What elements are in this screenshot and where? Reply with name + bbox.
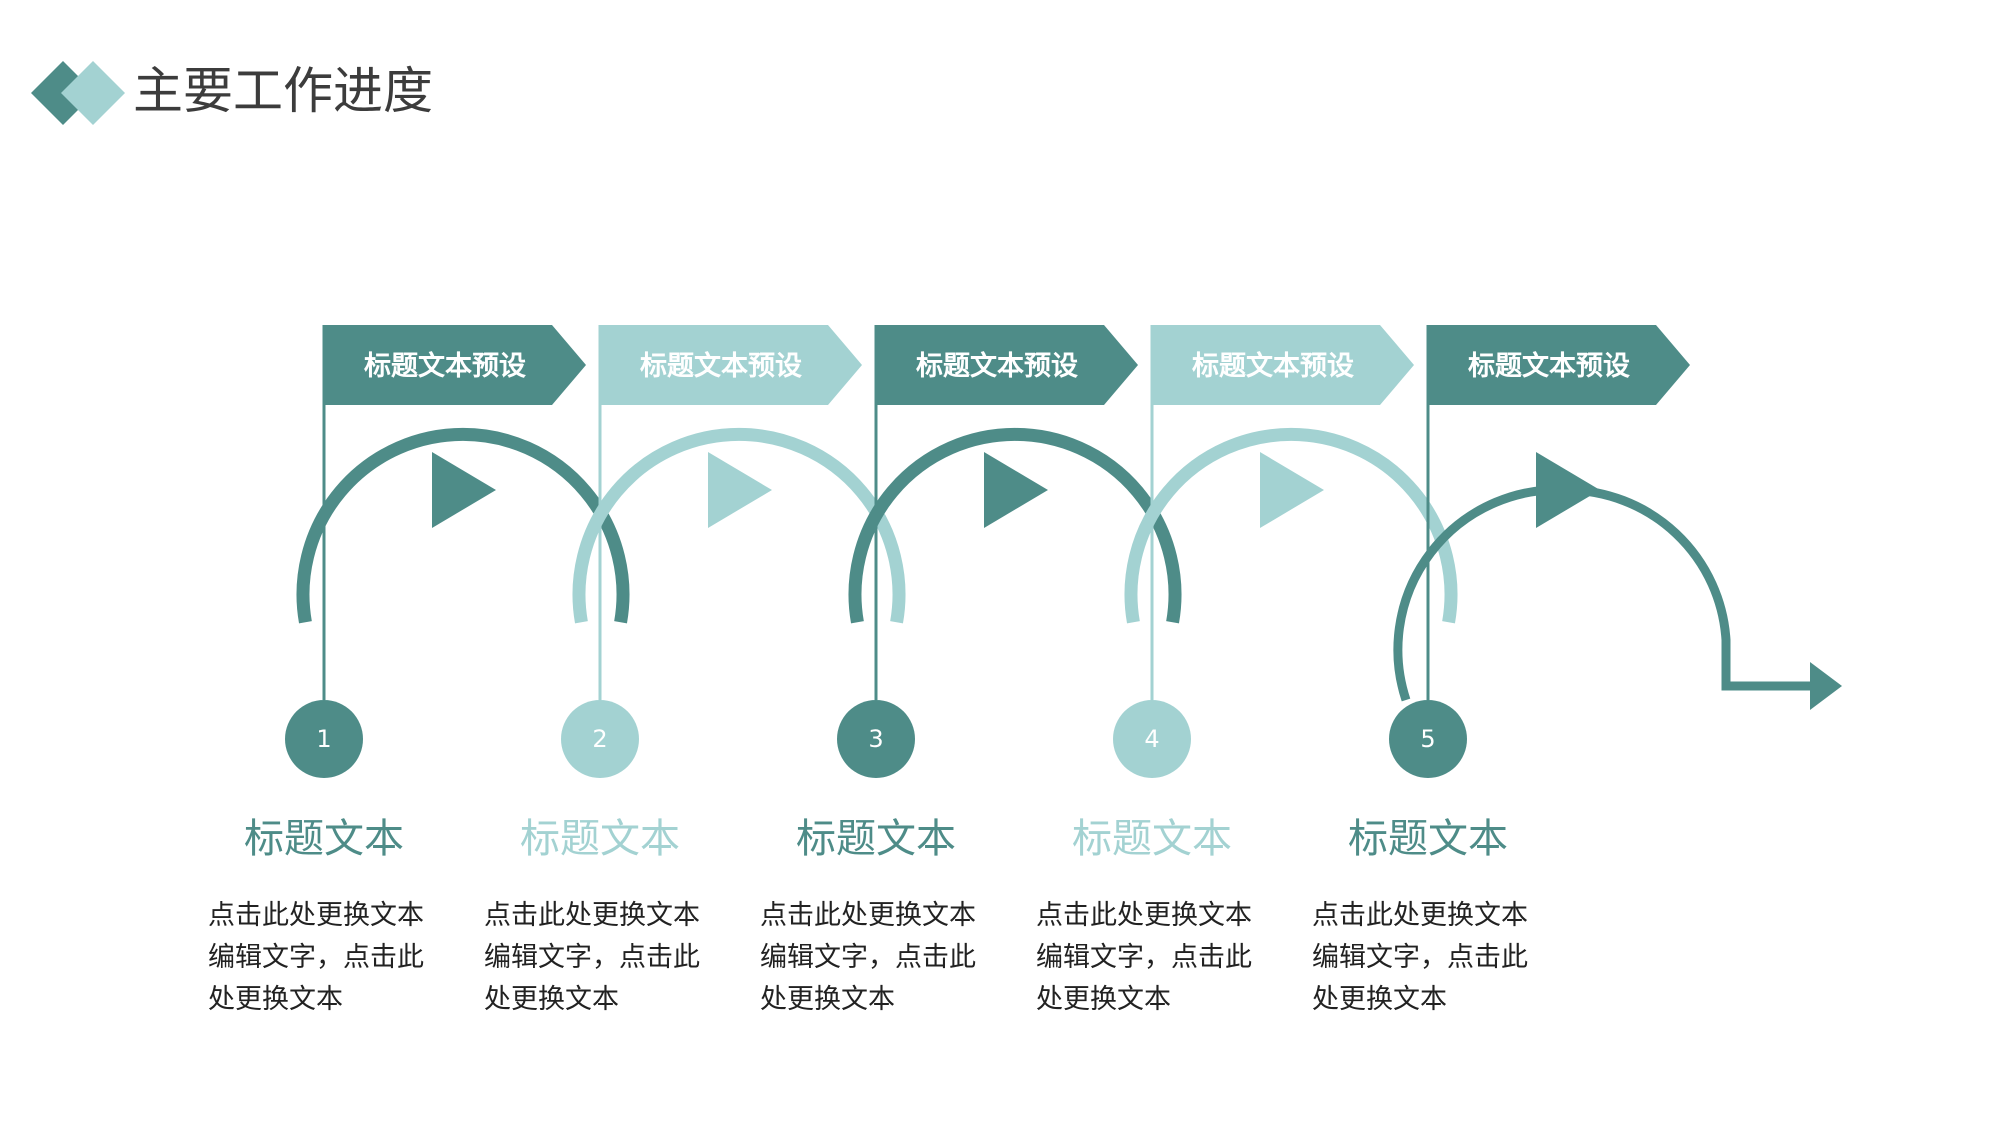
step-description-line: 点击此处更换文本	[208, 900, 424, 931]
arcs-group	[296, 428, 1842, 710]
step-description-line: 处更换文本	[760, 984, 895, 1015]
diamond-icon-light	[61, 61, 125, 125]
step-flag-4: 标题文本预设	[1152, 325, 1414, 405]
step-heading: 标题文本	[244, 816, 404, 862]
step-heading: 标题文本	[1348, 816, 1508, 862]
end-arrow-icon	[1810, 662, 1842, 710]
step-flag-3: 标题文本预设	[876, 325, 1138, 405]
arc-arrowhead-icon	[432, 452, 496, 528]
step-description-line: 点击此处更换文本	[484, 900, 700, 931]
arc-arrowhead-icon	[708, 452, 772, 528]
step-number-badge	[561, 700, 639, 778]
step-number-badge	[285, 700, 363, 778]
flag-shape	[1428, 325, 1690, 405]
step-flag-2: 标题文本预设	[600, 325, 862, 405]
step-number: 4	[1144, 725, 1159, 753]
flag-shape	[876, 325, 1138, 405]
step-flag-5: 标题文本预设	[1428, 325, 1690, 405]
step-number: 5	[1420, 725, 1435, 753]
step-description-line: 处更换文本	[484, 984, 619, 1015]
step-arc-2	[572, 428, 906, 624]
step-description-line: 处更换文本	[208, 984, 343, 1015]
markers-group: 标题文本预设1标题文本点击此处更换文本编辑文字，点击此处更换文本标题文本预设2标…	[208, 325, 1690, 1015]
step-description-line: 编辑文字，点击此	[484, 942, 700, 973]
flag-shape	[1152, 325, 1414, 405]
flag-label: 标题文本预设	[916, 350, 1078, 382]
step-description-line: 处更换文本	[1312, 984, 1447, 1015]
page-title: 主要工作进度	[133, 62, 433, 120]
step-number: 1	[316, 725, 331, 753]
step-arc-5	[1393, 485, 1820, 702]
flag-shape	[600, 325, 862, 405]
arc-arrowhead-icon	[1536, 452, 1600, 528]
flag-label: 标题文本预设	[1192, 350, 1354, 382]
step-number: 3	[868, 725, 883, 753]
step-description-line: 点击此处更换文本	[1036, 900, 1252, 931]
flag-shape	[324, 325, 586, 405]
header: 主要工作进度	[31, 61, 433, 125]
step-number: 2	[592, 725, 607, 753]
arc-arrowhead-icon	[984, 452, 1048, 528]
flag-label: 标题文本预设	[640, 350, 802, 382]
flag-label: 标题文本预设	[1468, 350, 1630, 382]
steps-layer: 标题文本预设1标题文本点击此处更换文本编辑文字，点击此处更换文本标题文本预设2标…	[208, 325, 1842, 1015]
step-flag-1: 标题文本预设	[324, 325, 586, 405]
step-description-line: 处更换文本	[1036, 984, 1171, 1015]
step-heading: 标题文本	[1072, 816, 1232, 862]
step-description-line: 点击此处更换文本	[1312, 900, 1528, 931]
step-number-badge	[1113, 700, 1191, 778]
step-arc-1	[296, 428, 630, 624]
step-heading: 标题文本	[796, 816, 956, 862]
step-description-line: 编辑文字，点击此	[1312, 942, 1528, 973]
flag-label: 标题文本预设	[364, 350, 526, 382]
step-number-badge	[1389, 700, 1467, 778]
step-description-line: 编辑文字，点击此	[208, 942, 424, 973]
step-number-badge	[837, 700, 915, 778]
step-description-line: 点击此处更换文本	[760, 900, 976, 931]
step-arc-3	[848, 428, 1182, 624]
step-description-line: 编辑文字，点击此	[1036, 942, 1252, 973]
step-heading: 标题文本	[520, 816, 680, 862]
arc-arrowhead-icon	[1260, 452, 1324, 528]
step-description-line: 编辑文字，点击此	[760, 942, 976, 973]
